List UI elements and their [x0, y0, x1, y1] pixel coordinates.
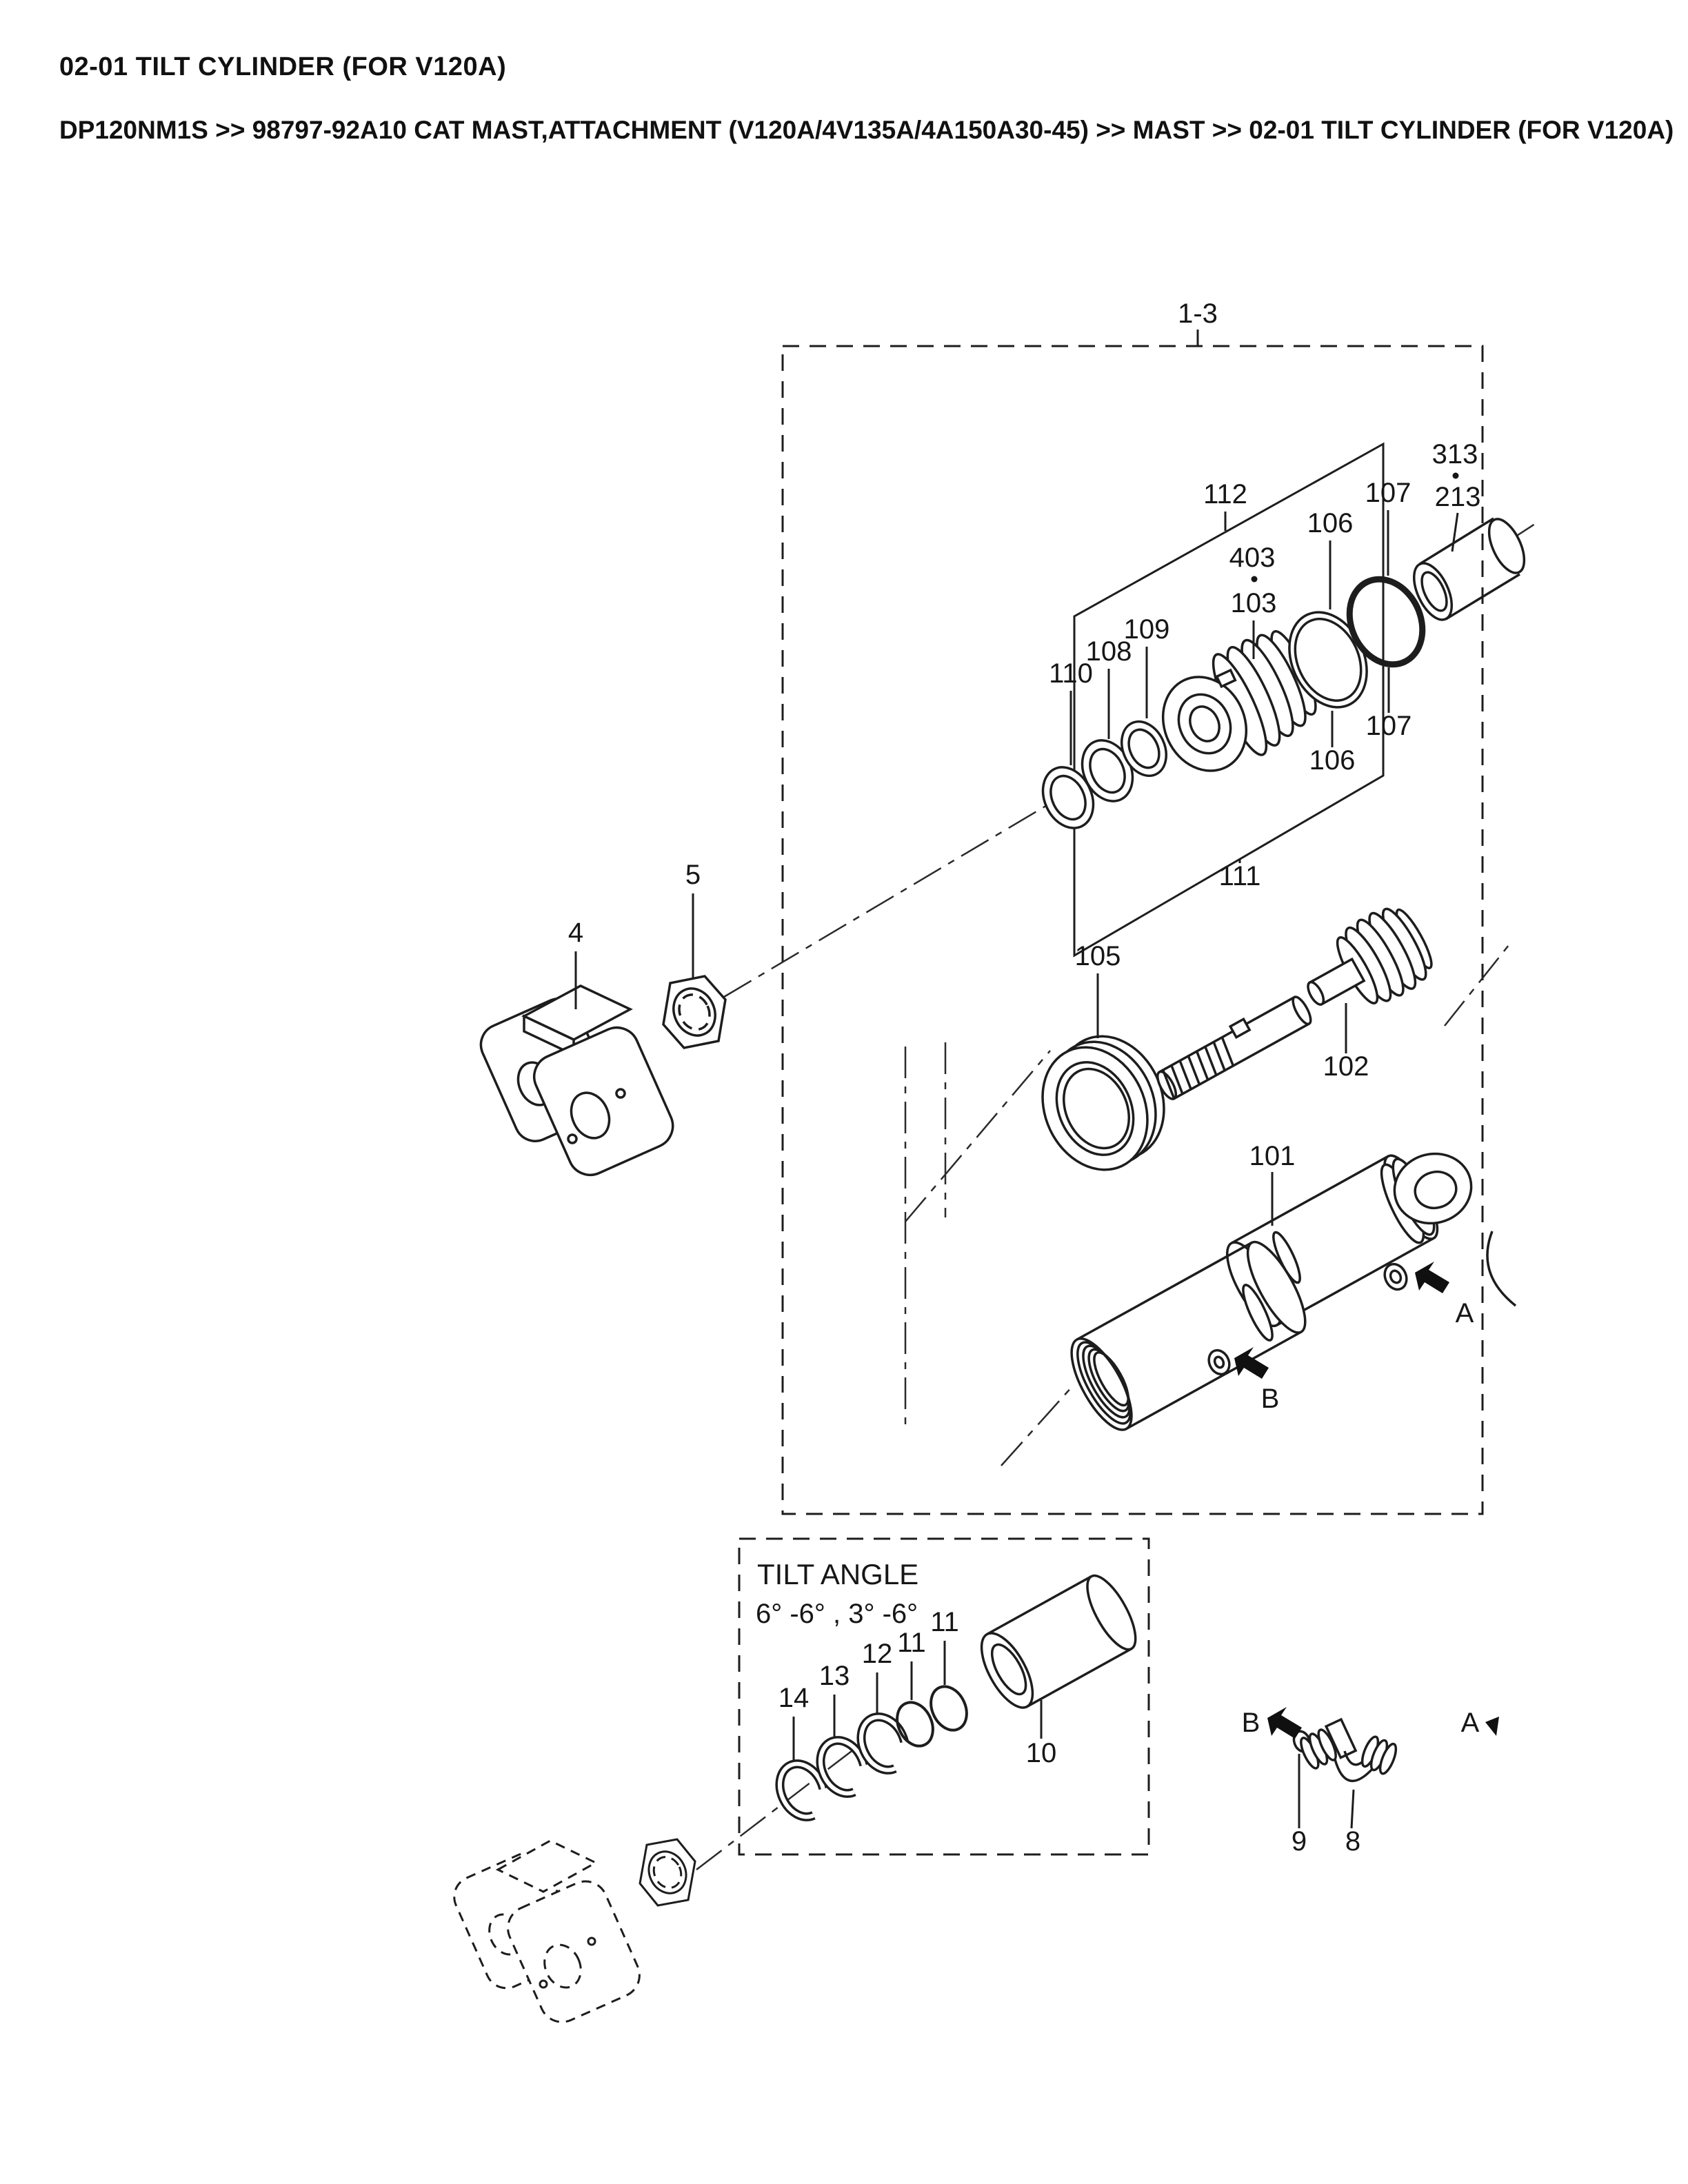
axis-line-tilt-clevis — [696, 1746, 858, 1870]
eye-leader-arc — [1486, 1231, 1517, 1307]
label-107-lower: 107 — [1366, 711, 1412, 741]
label-14: 14 — [778, 1683, 810, 1713]
phantom-clevis-hole-1 — [587, 1937, 596, 1946]
label-103: 103 — [1231, 588, 1277, 618]
label-107-upper: 107 — [1365, 478, 1411, 508]
tilt-angle-box — [738, 1537, 1150, 1856]
elbow-fitting-8 — [1300, 1717, 1398, 1786]
phantom-hex-nut — [639, 1838, 696, 1907]
gland-nut-105 — [1041, 1035, 1165, 1171]
label-102: 102 — [1323, 1051, 1369, 1082]
label-109: 109 — [1124, 614, 1170, 645]
assembly-group-box — [781, 345, 1484, 1515]
dot-313-213 — [1452, 472, 1459, 479]
port-boss-b — [1207, 1348, 1231, 1376]
label-403: 403 — [1229, 543, 1276, 573]
leader-8 — [1350, 1789, 1355, 1829]
label-106-upper: 106 — [1307, 508, 1354, 538]
arrow-a-icon — [1415, 1262, 1449, 1293]
label-313: 313 — [1432, 439, 1478, 469]
backup-ring-108 — [1081, 739, 1134, 802]
label-11-first: 11 — [897, 1628, 926, 1658]
label-101: 101 — [1249, 1141, 1296, 1171]
tube-slot-rear — [1272, 1231, 1301, 1284]
label-111: 111 — [1219, 861, 1261, 891]
label-8: 8 — [1345, 1826, 1360, 1857]
phantom-clevis-bracket — [453, 1839, 641, 2023]
flow-arrows — [1234, 1262, 1499, 1739]
piston-seal-106 — [1288, 611, 1368, 709]
label-port-a-bottom: A — [1461, 1708, 1480, 1738]
tilt-angle-title: TILT ANGLE — [757, 1558, 918, 1590]
label-110: 110 — [1049, 658, 1093, 689]
bushing-10 — [980, 1574, 1137, 1709]
label-112: 112 — [1203, 479, 1247, 509]
arrow-b-bottom-icon — [1267, 1707, 1302, 1739]
label-port-b-bottom: B — [1242, 1708, 1260, 1738]
arrow-a-bottom-icon — [1485, 1717, 1499, 1736]
label-213: 213 — [1435, 482, 1481, 512]
port-boss-a — [1383, 1262, 1408, 1291]
axis-line-seals — [723, 794, 1064, 998]
dot-403-103 — [1251, 576, 1258, 583]
label-port-b: B — [1261, 1384, 1280, 1414]
o-ring-11-first — [896, 1701, 934, 1748]
axis-line-rod — [905, 1050, 1051, 1222]
o-ring-107 — [1346, 576, 1426, 668]
label-12: 12 — [862, 1639, 893, 1669]
label-108: 108 — [1086, 636, 1132, 667]
label-port-a: A — [1456, 1298, 1474, 1328]
label-11-second: 11 — [930, 1607, 959, 1637]
piston-102 — [1307, 907, 1433, 1007]
cylinder-eye — [1393, 1152, 1473, 1225]
page-title: 02-01 TILT CYLINDER (FOR V120A) — [59, 52, 507, 81]
arrow-b-icon — [1234, 1347, 1269, 1379]
rod-threads — [1161, 1037, 1235, 1100]
snap-clip-12 — [856, 1712, 910, 1775]
leader-213 — [1451, 512, 1459, 552]
clevis-bracket-4 — [479, 984, 674, 1176]
label-13: 13 — [819, 1661, 850, 1691]
label-106-lower: 106 — [1309, 745, 1356, 776]
seal-kit-parallelogram — [1073, 442, 1385, 958]
axis-lines — [696, 523, 1536, 1870]
label-5: 5 — [685, 860, 701, 890]
dust-seal-109 — [1121, 720, 1167, 778]
o-ring-11-second — [930, 1685, 968, 1732]
tube-slot-front — [1242, 1284, 1274, 1342]
cylinder-gland-103 — [1161, 630, 1317, 772]
label-105: 105 — [1075, 941, 1121, 971]
label-10: 10 — [1026, 1738, 1057, 1768]
leader-lines — [574, 330, 1459, 1829]
axis-line-rod-right — [1444, 941, 1512, 1027]
label-group-1-3: 1-3 — [1178, 299, 1218, 329]
part-labels: 1-3 112 106 107 313 213 403 103 109 108 … — [568, 299, 1481, 1857]
tilt-angle-values: 6° -6° , 3° -6° — [756, 1599, 918, 1629]
axis-line-cylinder — [1001, 1385, 1074, 1466]
label-4: 4 — [568, 918, 583, 948]
breadcrumb: DP120NM1S >> 98797-92A10 CAT MAST,ATTACH… — [59, 116, 1674, 144]
label-9: 9 — [1292, 1826, 1307, 1857]
rod-end-tube-213 — [1412, 517, 1526, 621]
piston-rod-threaded — [1156, 995, 1312, 1100]
hex-nut-5 — [662, 975, 727, 1049]
phantom-clevis-hole-2 — [539, 1979, 548, 1989]
